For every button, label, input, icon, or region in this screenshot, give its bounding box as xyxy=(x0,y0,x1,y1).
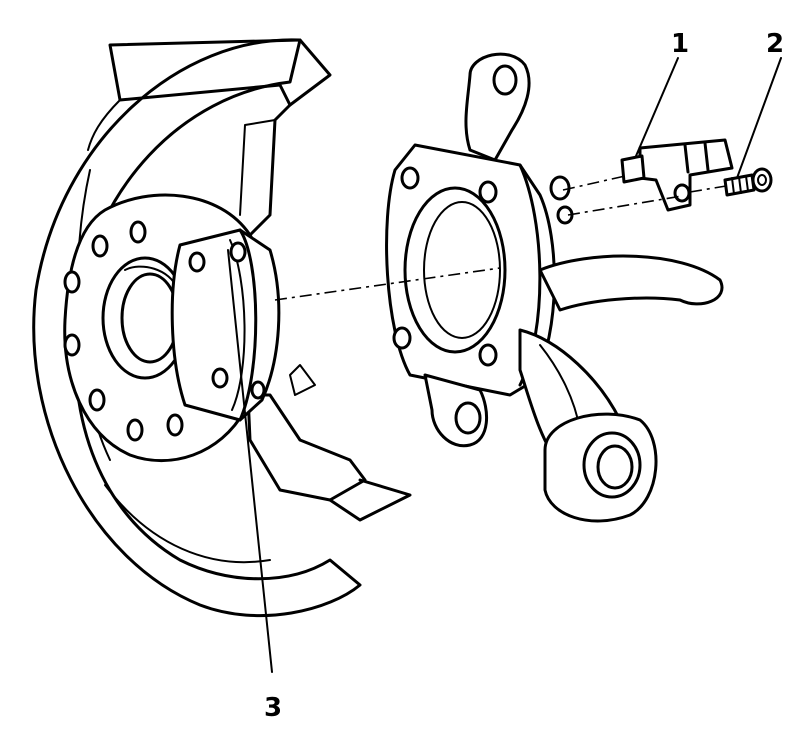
knuckle-bore xyxy=(403,186,507,354)
assembly-axis-lines xyxy=(274,175,727,301)
callout-1: 1 xyxy=(671,29,689,59)
leader-line-3 xyxy=(227,249,273,673)
leader-line-1 xyxy=(635,57,679,157)
bolt-hole xyxy=(63,270,81,294)
steering-knuckle xyxy=(385,52,724,523)
speed-sensor xyxy=(620,138,734,212)
callout-2: 2 xyxy=(766,29,784,59)
securing-bolt xyxy=(723,167,773,197)
bolt-hole xyxy=(126,418,144,442)
bolt-hole xyxy=(88,388,106,412)
wheel-bearing xyxy=(170,228,281,422)
bearing-bolt-hole xyxy=(229,241,247,263)
leader-line-2 xyxy=(736,57,782,179)
bolt-hole xyxy=(166,413,184,437)
callout-3: 3 xyxy=(264,693,282,723)
bolt-hole xyxy=(63,333,81,357)
bolt-hole xyxy=(129,220,147,244)
bearing-bolt-hole xyxy=(250,380,266,400)
bearing-bolt-hole xyxy=(211,367,229,389)
callout-leaders xyxy=(227,57,782,673)
bolt-hole xyxy=(91,234,109,258)
bearing-bolt-hole xyxy=(188,251,206,273)
